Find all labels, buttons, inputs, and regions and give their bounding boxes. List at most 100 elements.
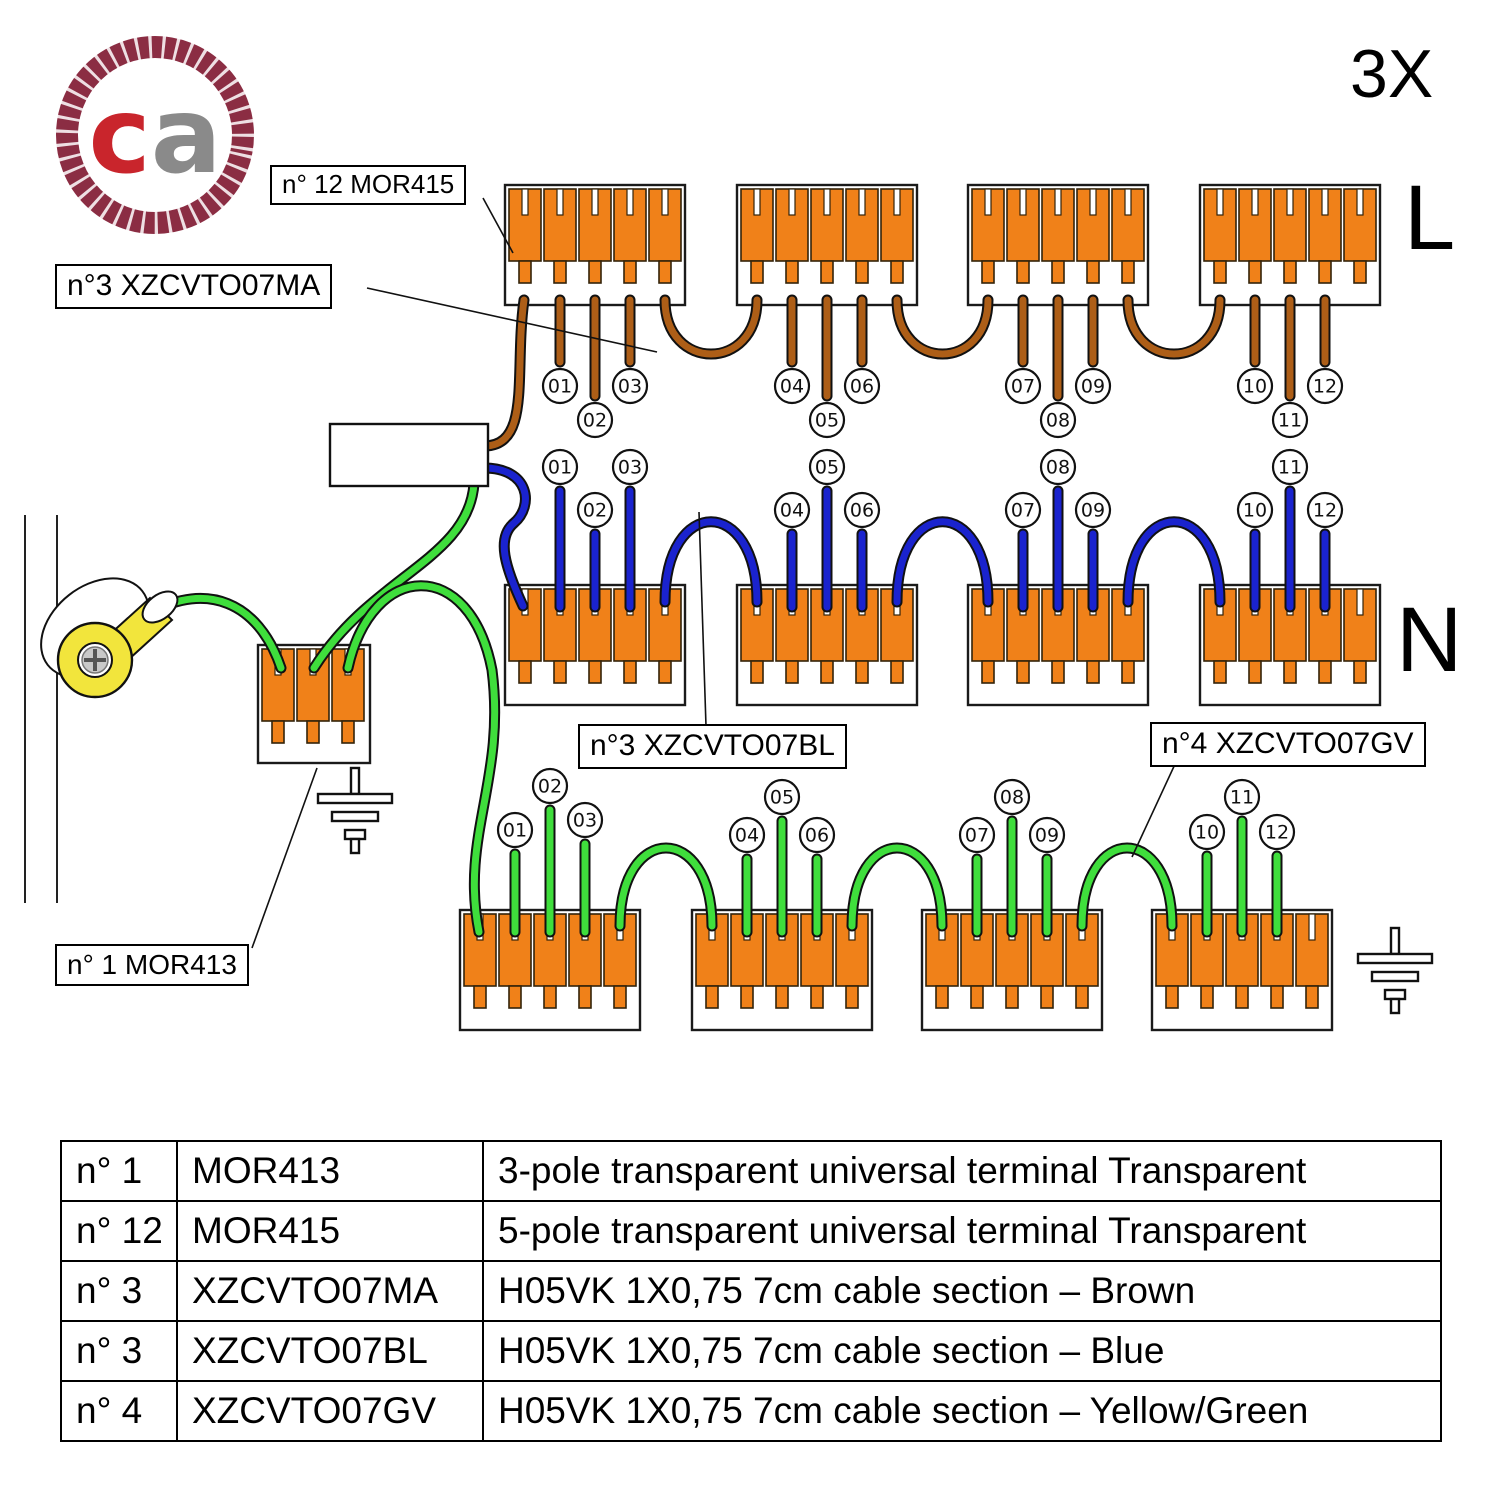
position-badge-label: 07	[965, 825, 989, 847]
position-badge-label: 10	[1243, 500, 1267, 522]
earth-symbol-icon	[1356, 926, 1434, 1015]
parts-table-cell-desc: H05VK 1X0,75 7cm cable section – Blue	[482, 1320, 1442, 1382]
blue-wire-feed	[480, 464, 529, 610]
parts-table-cell-desc: 3-pole transparent universal terminal Tr…	[482, 1140, 1442, 1202]
position-badge-live-07: 07	[1004, 367, 1042, 405]
label-live-L: L	[1404, 167, 1456, 269]
parts-table-cell-qty: n° 4	[60, 1380, 178, 1442]
logo-letter-c: c	[88, 75, 150, 197]
terminal-block-live-2	[735, 183, 919, 307]
position-badge-neutral-03: 03	[611, 448, 649, 486]
parts-table-cell-code: XZCVTO07BL	[176, 1320, 484, 1382]
position-badge-neutral-10: 10	[1236, 491, 1274, 529]
parts-table-cell-code: XZCVTO07GV	[176, 1380, 484, 1442]
position-badge-live-05: 05	[808, 401, 846, 439]
parts-table-cell-desc: 5-pole transparent universal terminal Tr…	[482, 1200, 1442, 1262]
logo-letter-a: a	[151, 75, 222, 197]
position-badge-live-08: 08	[1039, 401, 1077, 439]
position-badge-label: 05	[815, 457, 839, 479]
parts-table-cell-desc: H05VK 1X0,75 7cm cable section – Yellow/…	[482, 1380, 1442, 1442]
parts-table-cell-qty: n° 3	[60, 1260, 178, 1322]
position-badge-neutral-04: 04	[773, 491, 811, 529]
position-badge-earth-11: 11	[1223, 778, 1261, 816]
position-badge-label: 11	[1278, 410, 1302, 432]
position-badge-label: 01	[503, 820, 527, 842]
parts-table-cell-qty: n° 12	[60, 1200, 178, 1262]
position-badge-label: 08	[1000, 787, 1024, 809]
earth-symbol-icon	[316, 766, 394, 855]
parts-table-cell-desc: H05VK 1X0,75 7cm cable section – Brown	[482, 1260, 1442, 1322]
green-wire-to-earth-row	[344, 582, 499, 936]
position-badge-label: 12	[1313, 376, 1337, 398]
position-badge-label: 05	[770, 787, 794, 809]
parts-table-cell-qty: n° 3	[60, 1320, 178, 1382]
position-badge-label: 01	[548, 376, 572, 398]
position-badge-neutral-09: 09	[1074, 491, 1112, 529]
position-badge-neutral-07: 07	[1004, 491, 1042, 529]
position-badge-live-03: 03	[611, 367, 649, 405]
position-badge-earth-01: 01	[496, 811, 534, 849]
position-badge-label: 09	[1081, 376, 1105, 398]
position-badge-earth-03: 03	[566, 801, 604, 839]
position-badge-label: 08	[1046, 410, 1070, 432]
cable-junction-box	[328, 422, 490, 488]
parts-table-cell-qty: n° 1	[60, 1140, 178, 1202]
position-badge-label: 10	[1243, 376, 1267, 398]
callout-leader-line	[482, 197, 514, 254]
brown-wire-link	[661, 296, 761, 358]
position-badge-earth-02: 02	[531, 767, 569, 805]
position-badge-label: 06	[805, 825, 829, 847]
position-badge-label: 04	[780, 376, 804, 398]
position-badge-neutral-05: 05	[808, 448, 846, 486]
brown-wire-link	[1124, 296, 1224, 358]
callout-mor413: n° 1 MOR413	[55, 944, 249, 987]
position-badge-neutral-11: 11	[1271, 448, 1309, 486]
callout-leader-line	[251, 767, 318, 949]
position-badge-label: 04	[780, 500, 804, 522]
wall-lines	[24, 515, 58, 903]
position-badge-label: 12	[1313, 500, 1337, 522]
brown-wire-link-outline	[891, 294, 994, 360]
callout-mor415: n° 12 MOR415	[270, 165, 467, 205]
position-badge-earth-10: 10	[1188, 813, 1226, 851]
green-wire-link	[848, 844, 946, 930]
position-badge-neutral-08: 08	[1039, 448, 1077, 486]
blue-wire-link	[893, 518, 992, 606]
position-badge-label: 02	[583, 410, 607, 432]
position-badge-label: 10	[1195, 822, 1219, 844]
terminal-blocks	[256, 183, 1382, 1032]
position-badge-live-10: 10	[1236, 367, 1274, 405]
position-badge-label: 08	[1046, 457, 1070, 479]
overlays: ca	[40, 35, 1434, 1015]
position-badge-neutral-12: 12	[1306, 491, 1344, 529]
position-badge-label: 03	[573, 810, 597, 832]
callout-leader-line	[698, 511, 707, 727]
position-badge-live-02: 02	[576, 401, 614, 439]
callout-blue-cable: n°3 XZCVTO07BL	[578, 724, 847, 769]
green-wire-link	[616, 844, 716, 930]
position-badge-label: 09	[1035, 825, 1059, 847]
parts-table-cell-code: MOR413	[176, 1140, 484, 1202]
callout-leader-line	[1131, 761, 1177, 858]
position-badge-earth-05: 05	[763, 778, 801, 816]
callout-brown-cable: n°3 XZCVTO07MA	[55, 264, 333, 309]
brand-logo-text: ca	[88, 75, 221, 197]
position-badge-neutral-02: 02	[576, 491, 614, 529]
terminal-block-live-4	[1198, 183, 1382, 307]
blue-wire-link	[1124, 518, 1224, 606]
position-badge-earth-12: 12	[1258, 813, 1296, 851]
terminal-block-live-1	[503, 183, 687, 307]
position-badge-label: 11	[1230, 787, 1254, 809]
position-badge-label: 04	[735, 825, 759, 847]
brown-wire-feed	[480, 296, 528, 450]
brown-wire-link-outline	[659, 294, 763, 360]
